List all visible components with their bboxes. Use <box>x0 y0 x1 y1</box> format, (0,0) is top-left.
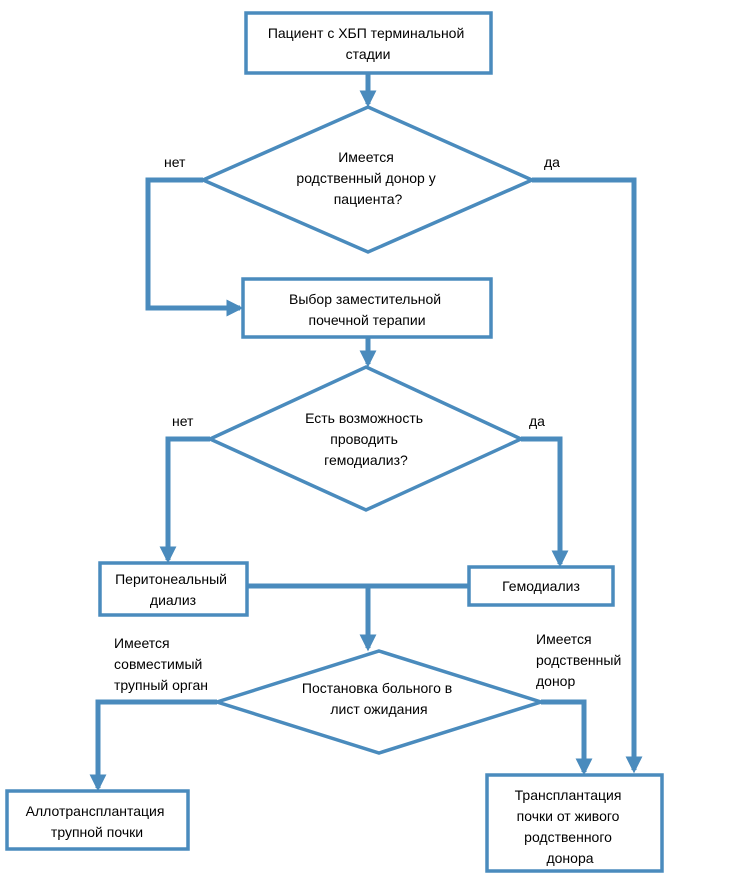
edge-q2-no-to-peritoneal <box>159 436 210 564</box>
decision-hemodialysis: Есть возможность проводить гемодиализ? <box>205 365 526 512</box>
decision-related-donor-label: Имеется родственный донор у пациента? <box>296 149 439 207</box>
edge-waitlist-to-living <box>541 699 593 776</box>
node-allotransplant-label: Аллотрансплантация трупной почки <box>26 803 169 840</box>
node-hemodialysis-label: Гемодиализ <box>502 578 580 594</box>
edge-label-q1-yes: да <box>544 154 560 170</box>
node-rrt-choice-label: Выбор заместительной почечной терапии <box>289 291 445 328</box>
decision-hemodialysis-label: Есть возможность проводить гемодиализ? <box>305 410 427 468</box>
decision-waitlist-label: Постановка больного в лист ожидания <box>302 680 456 717</box>
edge-label-q2-yes: да <box>529 413 545 429</box>
node-patient-label: Пациент с ХБП терминальной стадии <box>268 25 468 62</box>
node-hemodialysis: Гемодиализ <box>467 565 615 607</box>
edge-waitlist-to-allo <box>89 699 217 792</box>
edge-label-related-donor: Имеется родственный донор <box>536 631 625 689</box>
decision-waitlist: Постановка больного в лист ожидания <box>211 649 547 755</box>
node-living-transplant: Трансплантация почки от живого родственн… <box>485 773 664 873</box>
connectors <box>89 74 643 792</box>
decision-related-donor: Имеется родственный донор у пациента? <box>198 105 537 254</box>
node-peritoneal-dialysis-label: Перитонеальный диализ <box>115 571 231 608</box>
node-peritoneal-dialysis: Перитонеальный диализ <box>98 561 249 617</box>
edge-label-q1-no: нет <box>164 154 186 170</box>
edge-label-cadaver-organ: Имеется совместимый трупный орган <box>114 635 208 693</box>
node-allotransplant: Аллотрансплантация трупной почки <box>5 789 190 851</box>
node-living-transplant-label: Трансплантация почки от живого родственн… <box>515 787 626 866</box>
edge-q1-yes-to-living <box>532 177 643 774</box>
edge-label-q2-no: нет <box>172 413 194 429</box>
node-rrt-choice: Выбор заместительной почечной терапии <box>241 277 493 339</box>
edge-q1-no-to-rrt <box>145 177 244 317</box>
node-patient: Пациент с ХБП терминальной стадии <box>244 11 493 75</box>
edge-q2-yes-to-hemo <box>521 436 569 568</box>
